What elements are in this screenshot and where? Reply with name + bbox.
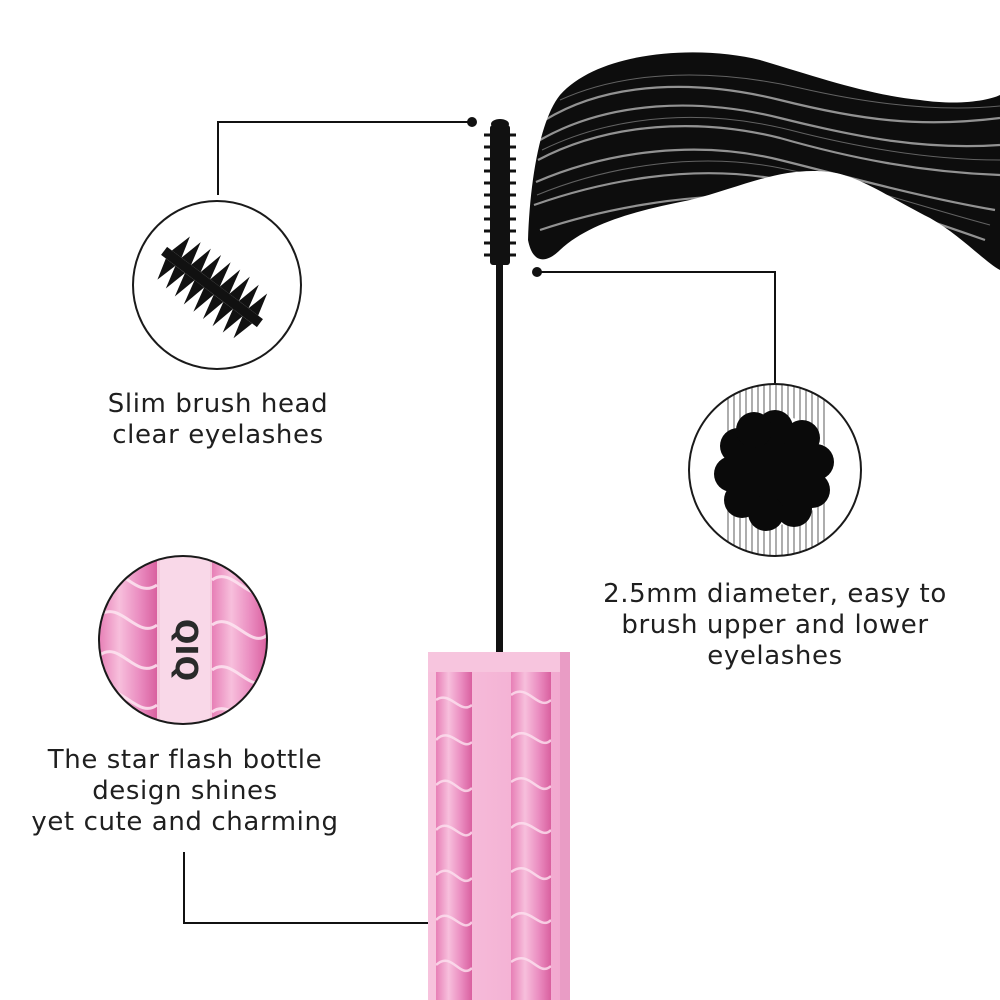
- mascara-swatch: [528, 52, 1000, 270]
- mascara-wand: [484, 119, 516, 665]
- bottle-caption: The star flash bottle design shines yet …: [20, 745, 350, 838]
- brush-head-caption: Slim brush head clear eyelashes: [78, 389, 358, 451]
- bottle-logo: QIQ: [168, 619, 203, 681]
- caption-line: yet cute and charming: [31, 807, 339, 837]
- caption-line: Slim brush head: [107, 389, 329, 419]
- caption-line: The star flash bottle: [47, 745, 323, 775]
- caption-line: design shines: [92, 776, 278, 806]
- caption-line: eyelashes: [707, 641, 843, 671]
- bottle-closeup-icon: QIQ: [98, 555, 268, 725]
- mascara-bottle: [428, 652, 570, 1000]
- callout-lines: [183, 121, 776, 924]
- caption-line: 2.5mm diameter, easy to: [603, 579, 947, 609]
- caption-line: brush upper and lower: [621, 610, 929, 640]
- diameter-caption: 2.5mm diameter, easy to brush upper and …: [580, 579, 970, 672]
- brush-closeup-icon: [132, 200, 302, 370]
- brush-cross-section-icon: [688, 383, 862, 557]
- caption-line: clear eyelashes: [112, 420, 324, 450]
